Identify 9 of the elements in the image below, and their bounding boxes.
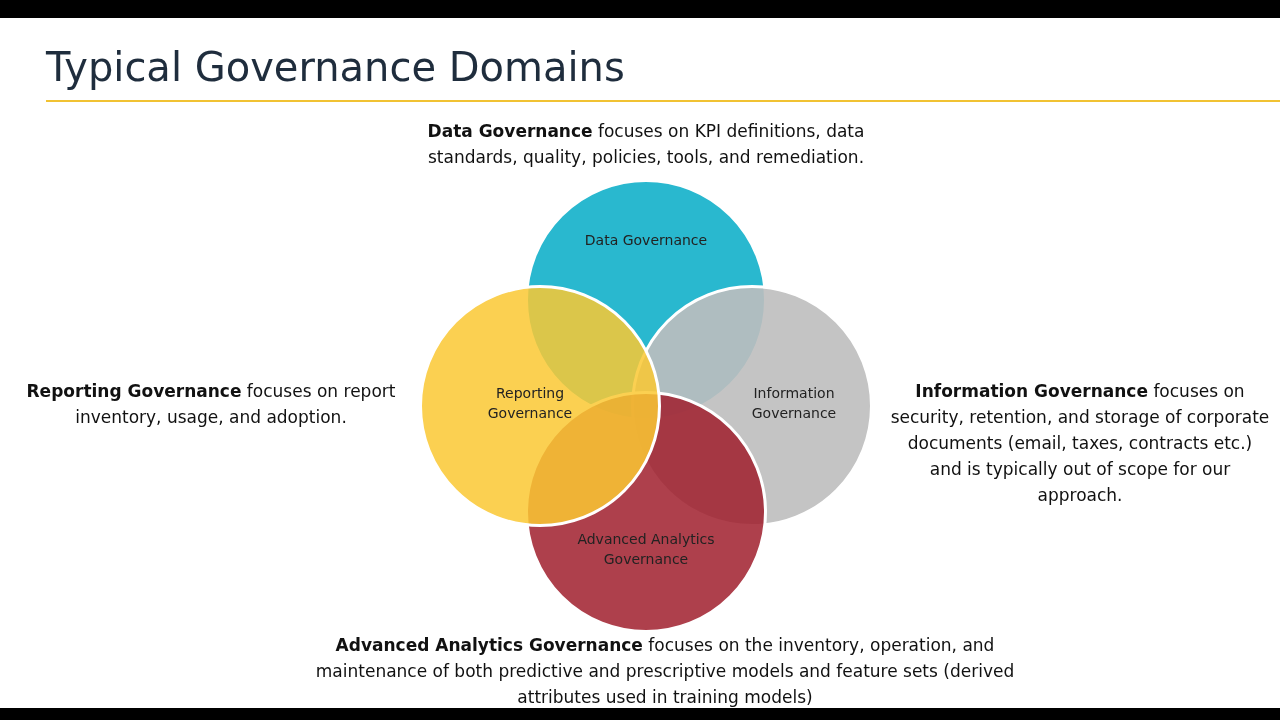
description-text: Data Governance focuses on KPI definitions, data standards, quality, policies, tools, and remediation. — [426, 120, 866, 169]
circle-label: Reporting Governance — [486, 384, 574, 423]
description-text: Information Governance focuses on security, retention, and storage of corporate documents (email, taxes, contracts etc.) and is typically out of scope for our approach. — [890, 380, 1270, 507]
circle-label: Information Governance — [750, 384, 838, 423]
circle-label: Advanced Analytics Governance — [576, 530, 716, 569]
slide-title: Typical Governance Domains — [46, 44, 625, 90]
description-text: Reporting Governance focuses on report inventory, usage, and adoption. — [25, 380, 397, 429]
circle-label: Data Governance — [583, 231, 709, 250]
description-text: Advanced Analytics Governance focuses on the inventory, operation, and maintenance of both predictive and prescriptive models and feature sets (derived attributes used in training models) — [314, 634, 1016, 709]
